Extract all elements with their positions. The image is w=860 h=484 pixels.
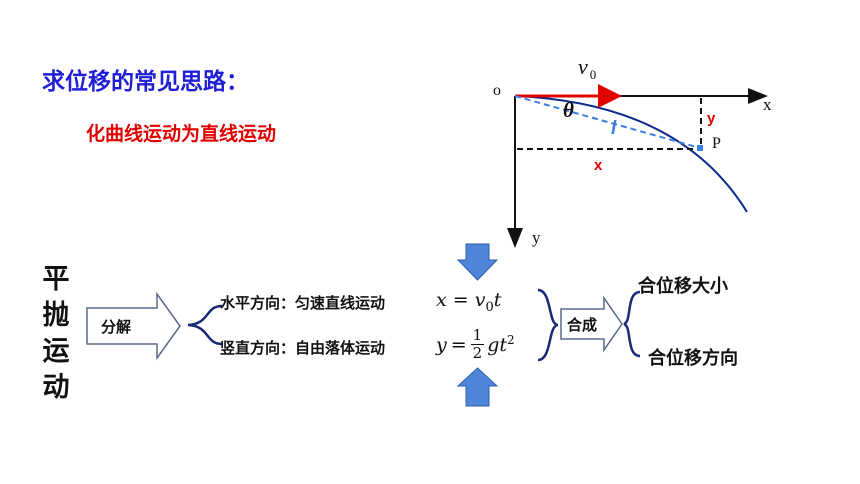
y-axis-label: y (532, 228, 541, 247)
down-arrow-icon (456, 243, 499, 281)
split-brace (187, 304, 223, 346)
combine-brace (537, 288, 559, 362)
motion-type-label: 平抛运动 (42, 264, 70, 403)
x-axis-label: x (763, 95, 772, 114)
displacement-line (514, 95, 701, 149)
result-magnitude: 合位移大小 (638, 276, 728, 297)
trajectory-curve (514, 95, 748, 213)
vertical-component-label: 竖直方向：自由落体运动 (220, 339, 386, 357)
displacement-label: l (611, 118, 617, 139)
page-subtitle: 化曲线运动为直线运动 (86, 123, 277, 145)
vert-disp-label: y (707, 110, 716, 127)
result-brace (623, 290, 641, 358)
point-p-marker (697, 145, 703, 151)
horizontal-component-label: 水平方向：匀速直线运动 (220, 294, 386, 312)
up-arrow-icon (456, 367, 499, 407)
page-title: 求位移的常见思路： (42, 69, 249, 95)
horizontal-equation: x = v0t (436, 289, 502, 315)
point-label: P (712, 135, 721, 152)
origin-label: o (493, 82, 501, 99)
compose-arrow (560, 295, 623, 353)
angle-label: θ (563, 98, 574, 122)
decompose-label: 分解 (101, 318, 132, 336)
decompose-arrow (86, 291, 181, 361)
horiz-disp-label: x (594, 157, 603, 174)
result-direction: 合位移方向 (648, 348, 738, 369)
compose-label: 合成 (567, 316, 598, 334)
